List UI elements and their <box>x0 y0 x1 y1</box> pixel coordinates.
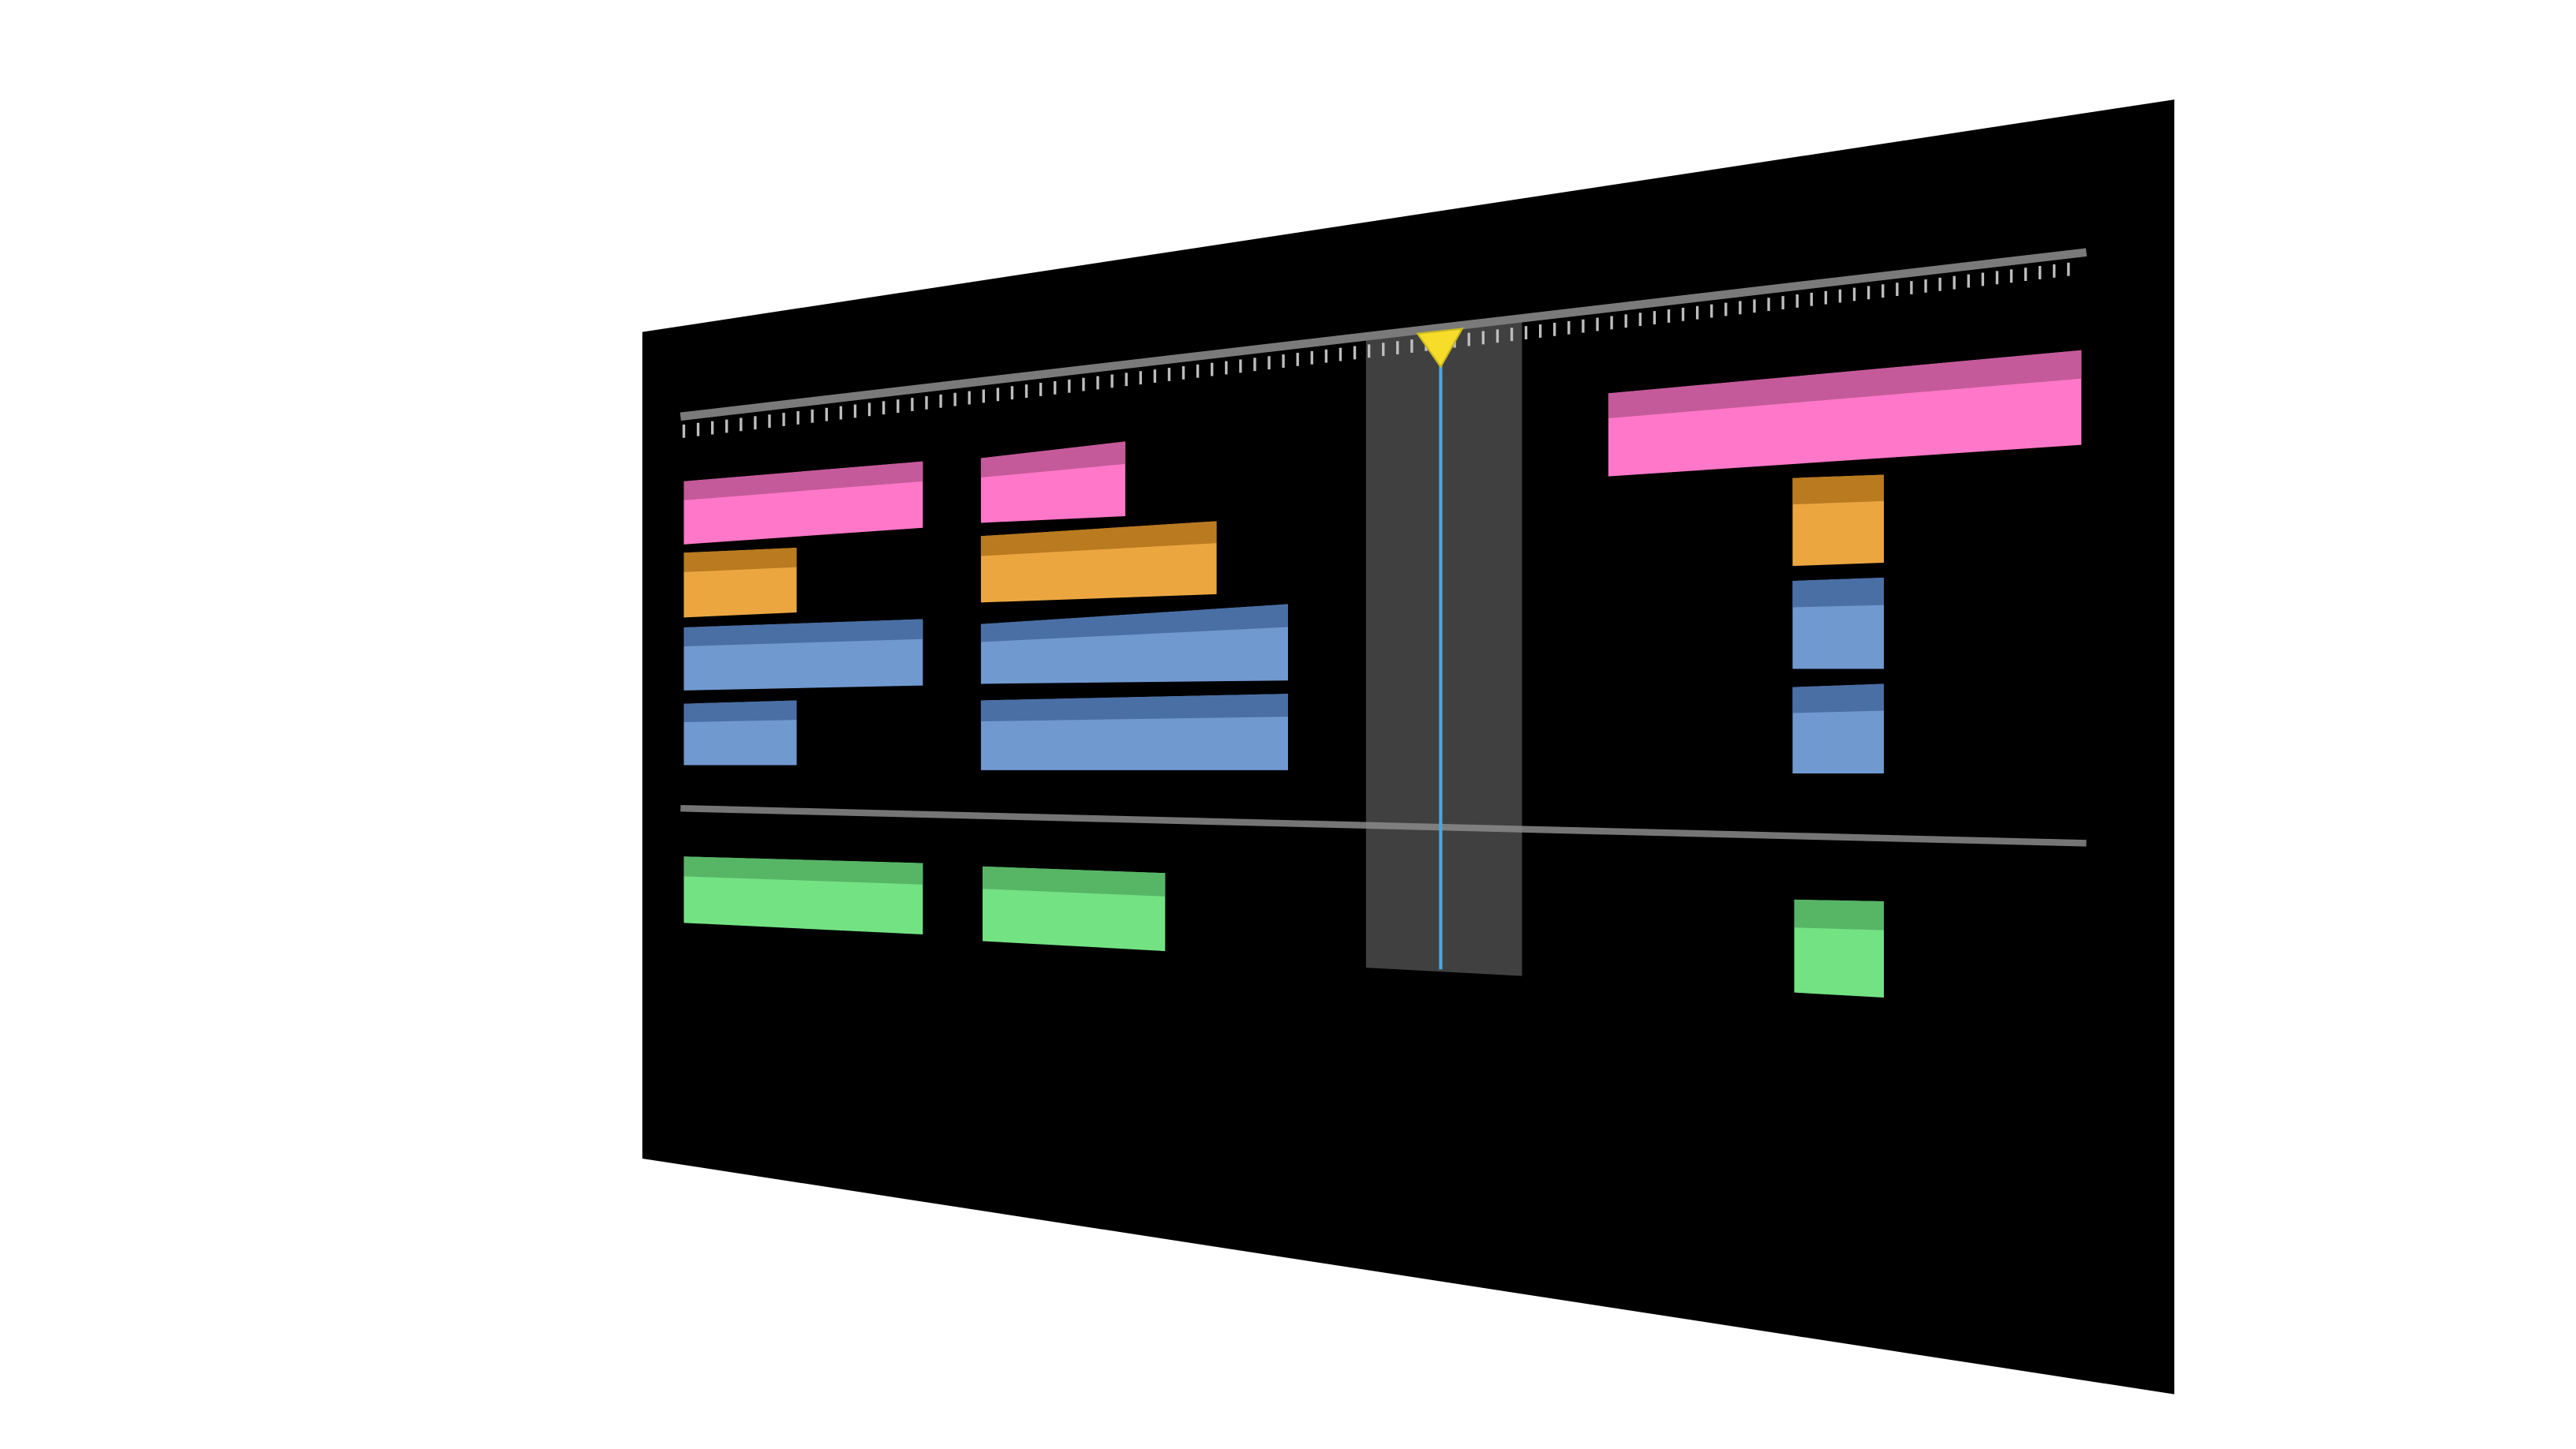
blue-clip[interactable] <box>980 694 1288 770</box>
blue-clip[interactable] <box>683 619 923 691</box>
clip-header <box>683 700 797 723</box>
orange-clip[interactable] <box>683 548 797 618</box>
clip-header <box>683 856 923 885</box>
green-clip[interactable] <box>1794 899 1885 998</box>
clip-header <box>1608 350 2082 418</box>
green-clip[interactable] <box>983 866 1166 952</box>
clip-header <box>683 461 923 500</box>
green-clip[interactable] <box>683 856 923 935</box>
clip-header <box>983 866 1166 897</box>
orange-clip[interactable] <box>980 521 1217 603</box>
blue-clip[interactable] <box>1792 577 1885 669</box>
blue-clip[interactable] <box>980 604 1288 684</box>
orange-clip[interactable] <box>1792 474 1885 567</box>
timeline-ruler[interactable] <box>680 248 2087 421</box>
ruler-ticks <box>682 262 2070 438</box>
clip-header <box>1792 474 1885 505</box>
pink-clip[interactable] <box>1608 350 2082 477</box>
track-separator <box>680 805 2087 847</box>
pink-clip[interactable] <box>980 441 1125 523</box>
blue-clip[interactable] <box>1792 683 1885 774</box>
playhead-handle-icon[interactable] <box>1416 328 1464 369</box>
clip-header <box>1792 577 1885 608</box>
clip-header <box>1794 899 1885 930</box>
clip-header <box>980 604 1288 642</box>
blue-clip[interactable] <box>683 700 797 766</box>
clip-header <box>683 548 797 572</box>
selection-range[interactable] <box>1365 320 1522 976</box>
clip-header <box>683 619 923 646</box>
clip-header <box>980 521 1217 556</box>
clips-layer <box>683 350 2082 998</box>
clip-header <box>1792 683 1885 713</box>
pink-clip[interactable] <box>683 461 923 545</box>
clip-header <box>980 441 1125 478</box>
clip-header <box>980 694 1288 722</box>
